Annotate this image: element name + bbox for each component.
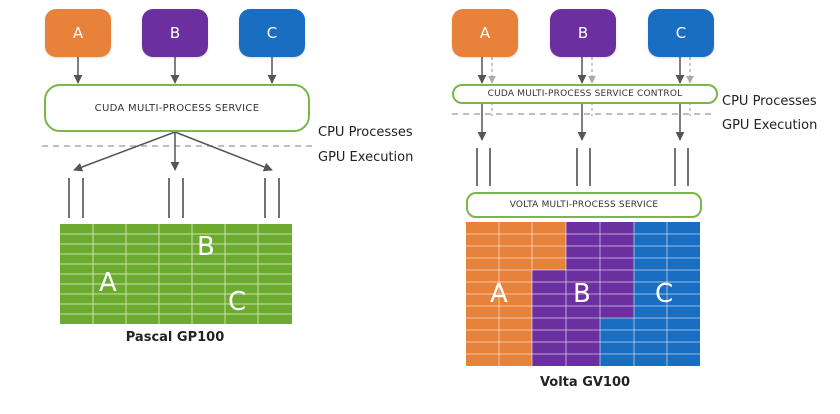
- right-process-a: A: [452, 9, 518, 57]
- volta-grid-label-c: C: [655, 279, 674, 309]
- right-gpu-execution-label: GPU Execution: [722, 118, 818, 133]
- pascal-grid-label-b: B: [197, 232, 215, 262]
- left-process-b: B: [142, 9, 208, 57]
- volta-sm-grid: [466, 222, 700, 366]
- pascal-grid-label-c: C: [228, 287, 247, 317]
- left-process-c: C: [239, 9, 305, 57]
- pascal-grid-label-a: A: [99, 268, 117, 298]
- right-process-b: B: [550, 9, 616, 57]
- right-cpu-processes-label: CPU Processes: [722, 94, 817, 109]
- cuda-mps-control-box: CUDA MULTI-PROCESS SERVICE CONTROL: [452, 84, 718, 104]
- volta-grid-label-a: A: [490, 279, 508, 309]
- left-fan-arrow-1: [73, 131, 176, 172]
- pascal-sm-grid: [60, 224, 292, 324]
- left-process-a: A: [45, 9, 111, 57]
- left-fan-arrow-3: [174, 131, 273, 172]
- volta-gpu-name: Volta GV100: [539, 375, 631, 390]
- left-gpu-execution-label: GPU Execution: [318, 150, 414, 165]
- volta-mps-box: VOLTA MULTI-PROCESS SERVICE: [466, 192, 702, 218]
- left-cpu-processes-label: CPU Processes: [318, 125, 413, 140]
- right-stream-bars: [476, 148, 689, 186]
- volta-grid-label-b: B: [573, 279, 591, 309]
- left-stream-bars: [68, 178, 280, 218]
- cuda-mps-box: CUDA MULTI-PROCESS SERVICE: [44, 84, 310, 132]
- right-process-c: C: [648, 9, 714, 57]
- pascal-gpu-name: Pascal GP100: [125, 330, 225, 345]
